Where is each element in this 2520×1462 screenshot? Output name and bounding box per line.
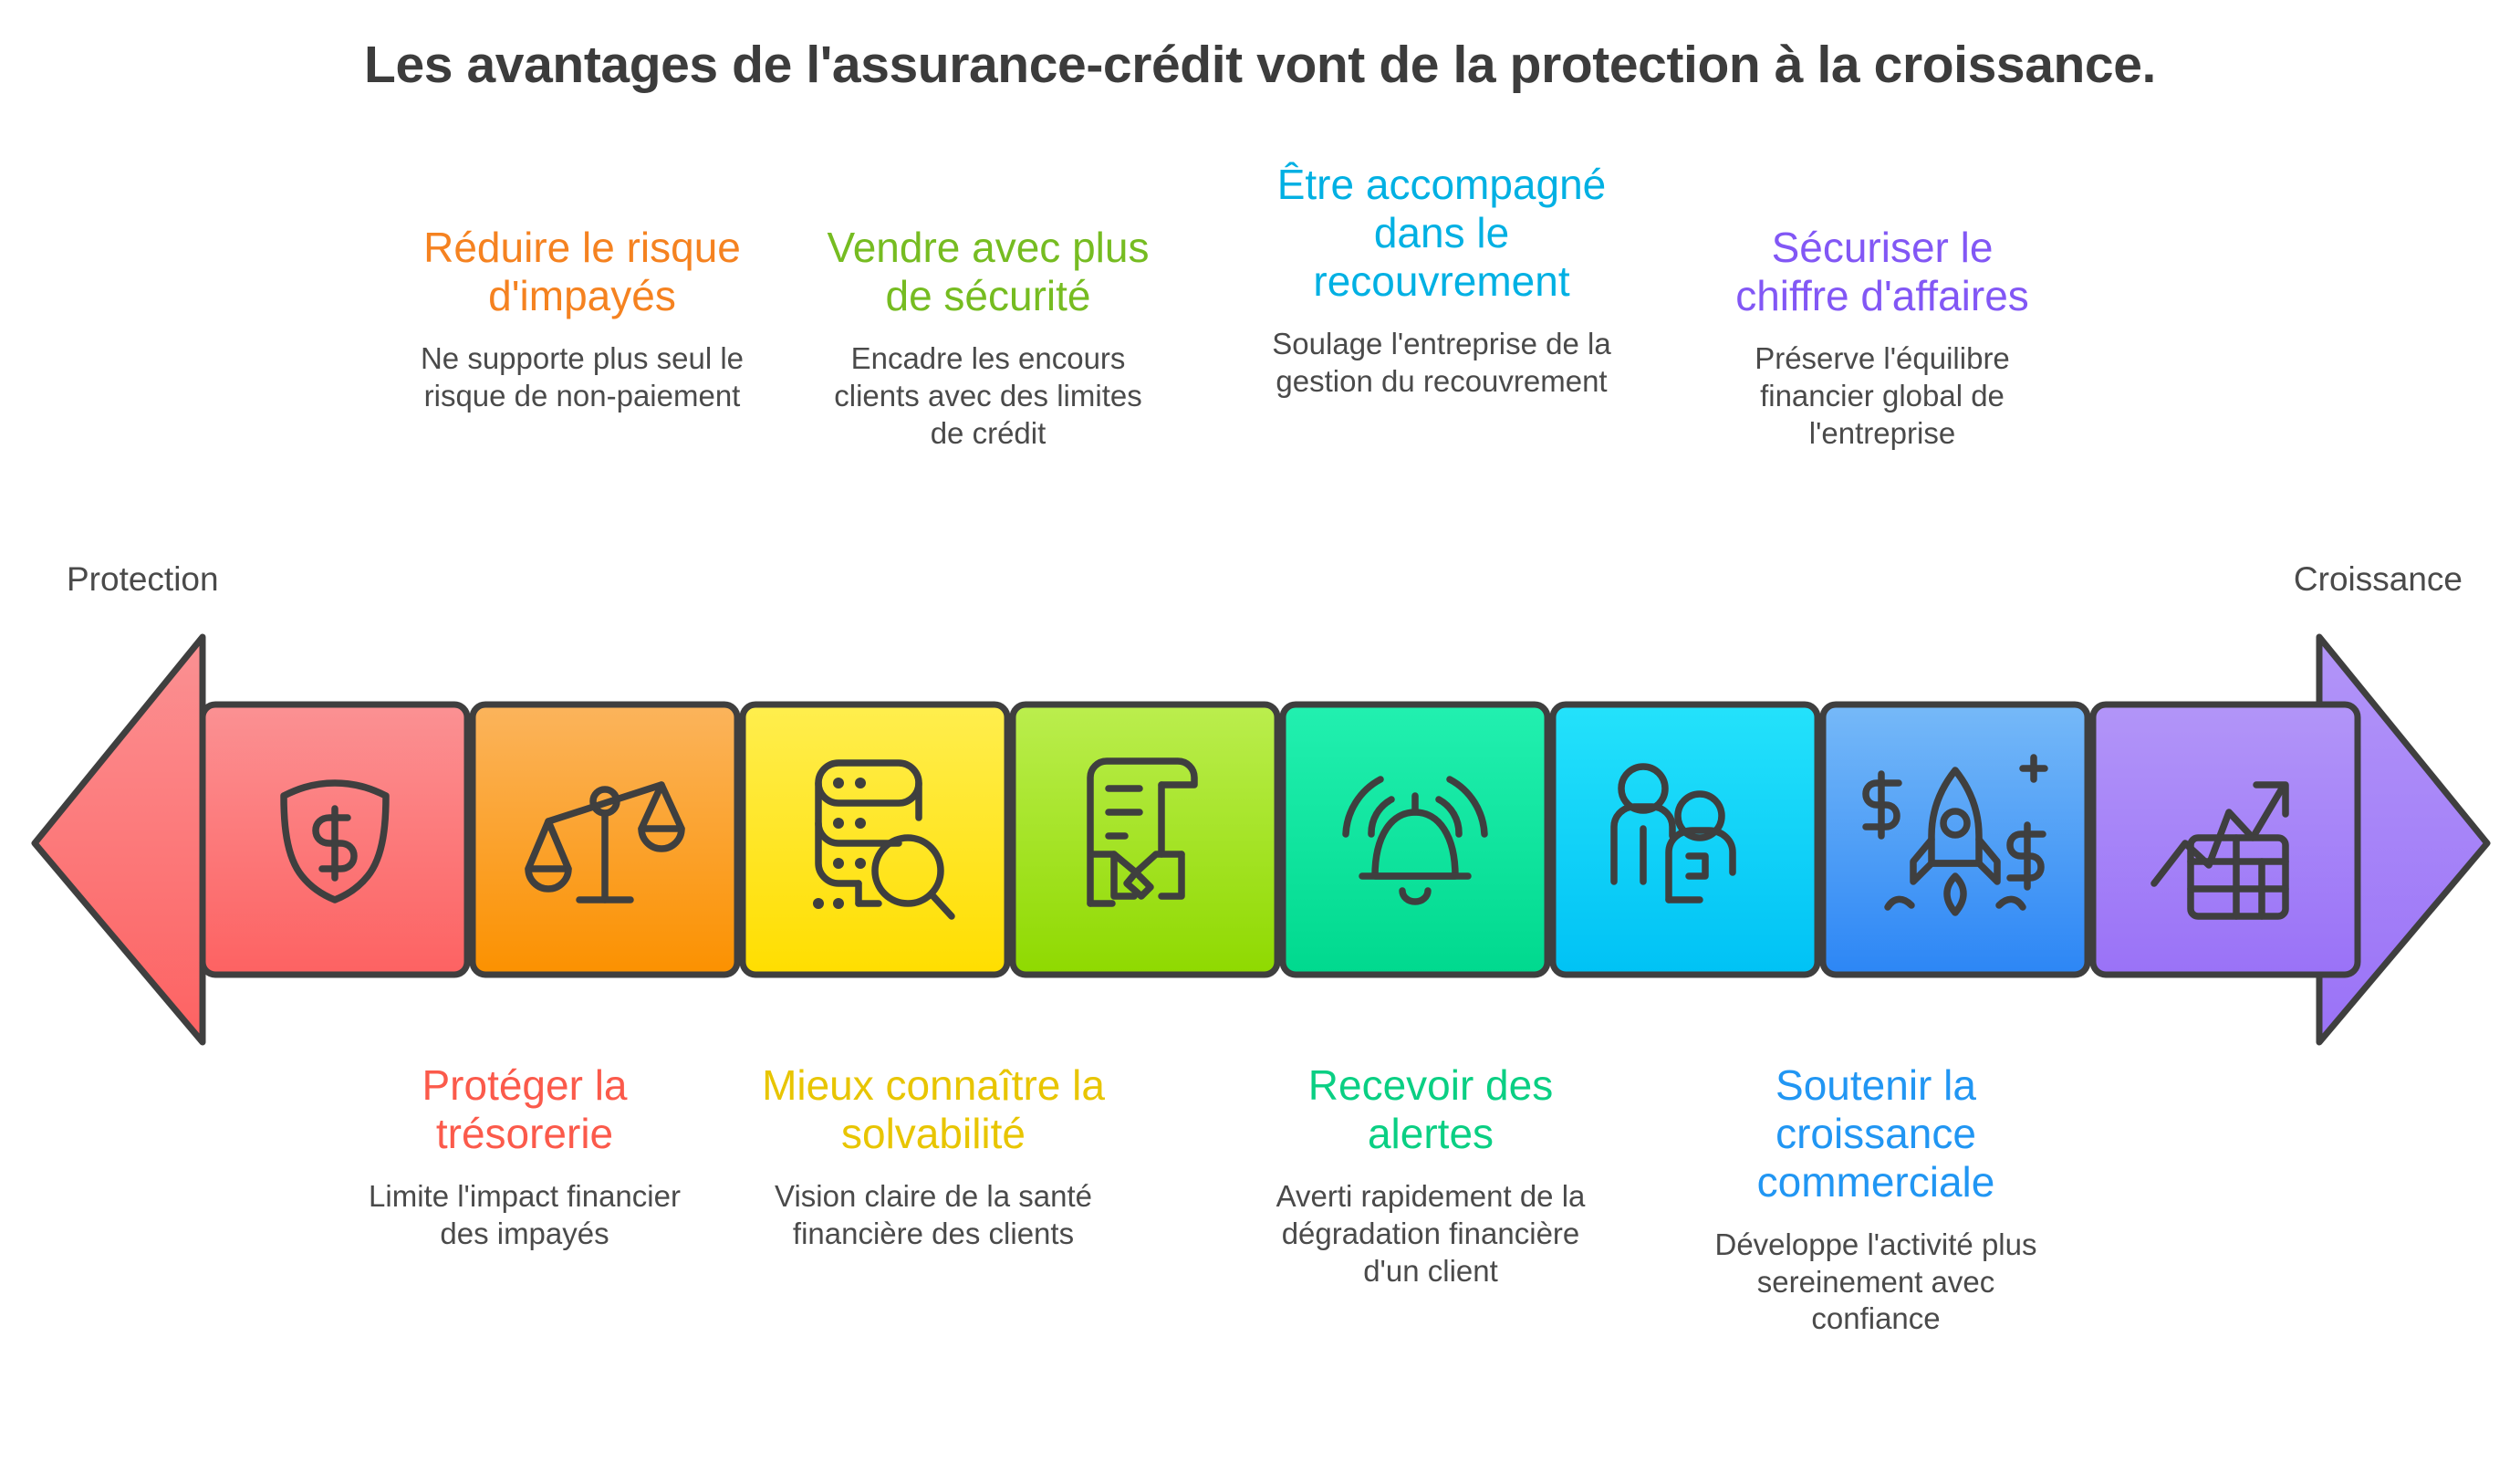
segment-receive-alerts[interactable] — [1279, 701, 1551, 978]
callout-top-recovery-support: Être accompagné dans le recouvrement Sou… — [1268, 161, 1615, 400]
left-arrowhead — [31, 633, 206, 1046]
segment-support-growth[interactable] — [1819, 701, 2091, 978]
segment-recovery-support[interactable] — [1549, 701, 1821, 978]
progression-arrow — [0, 630, 2520, 1050]
callout-heading: Mieux connaître la solvabilité — [762, 1061, 1105, 1157]
page-title: Les avantages de l'assurance-crédit vont… — [364, 36, 2156, 94]
callout-top-sell-securely: Vendre avec plus de sécurité Encadre les… — [815, 224, 1161, 453]
callout-bottom-know-solvency: Mieux connaître la solvabilité Vision cl… — [760, 1061, 1107, 1253]
callout-heading: Être accompagné dans le recouvrement — [1276, 161, 1607, 305]
callout-heading: Vendre avec plus de sécurité — [827, 224, 1150, 319]
axis-start-label: Protection — [67, 560, 219, 598]
callout-heading: Réduire le risque d'impayés — [423, 224, 741, 319]
callout-description: Encadre les encours clients avec des lim… — [834, 340, 1142, 450]
callout-heading: Protéger la trésorerie — [422, 1061, 628, 1157]
segment-protect-cash[interactable] — [199, 701, 471, 978]
callout-heading: Soutenir la croissance commerciale — [1756, 1061, 1995, 1206]
segment-reduce-risk[interactable] — [469, 701, 741, 978]
callout-heading: Sécuriser le chiffre d'affaires — [1735, 224, 2029, 319]
callout-description: Ne supporte plus seul le risque de non-p… — [420, 340, 745, 412]
callout-description: Vision claire de la santé financière des… — [775, 1178, 1092, 1250]
segment-secure-revenue[interactable] — [2089, 701, 2361, 978]
callout-description: Limite l'impact financier des impayés — [369, 1178, 681, 1250]
callout-description: Averti rapidement de la dégradation fina… — [1276, 1178, 1586, 1288]
callout-heading: Recevoir des alertes — [1307, 1061, 1554, 1157]
callout-top-reduce-risk: Réduire le risque d'impayés Ne supporte … — [409, 224, 755, 415]
callout-bottom-receive-alerts: Recevoir des alertes Averti rapidement d… — [1257, 1061, 1604, 1290]
axis-end-label: Croissance — [2293, 560, 2463, 598]
segment-sell-securely[interactable] — [1009, 701, 1281, 978]
callout-top-secure-revenue: Sécuriser le chiffre d'affaires Préserve… — [1709, 224, 2056, 453]
segment-know-solvency[interactable] — [739, 701, 1011, 978]
callout-description: Développe l'activité plus sereinement av… — [1714, 1227, 2037, 1336]
callout-bottom-protect-cash: Protéger la trésorerie Limite l'impact f… — [351, 1061, 698, 1253]
callout-bottom-support-growth: Soutenir la croissance commerciale Dével… — [1703, 1061, 2049, 1338]
callout-description: Préserve l'équilibre financier global de… — [1755, 340, 2010, 450]
callout-description: Soulage l'entreprise de la gestion du re… — [1272, 326, 1611, 398]
